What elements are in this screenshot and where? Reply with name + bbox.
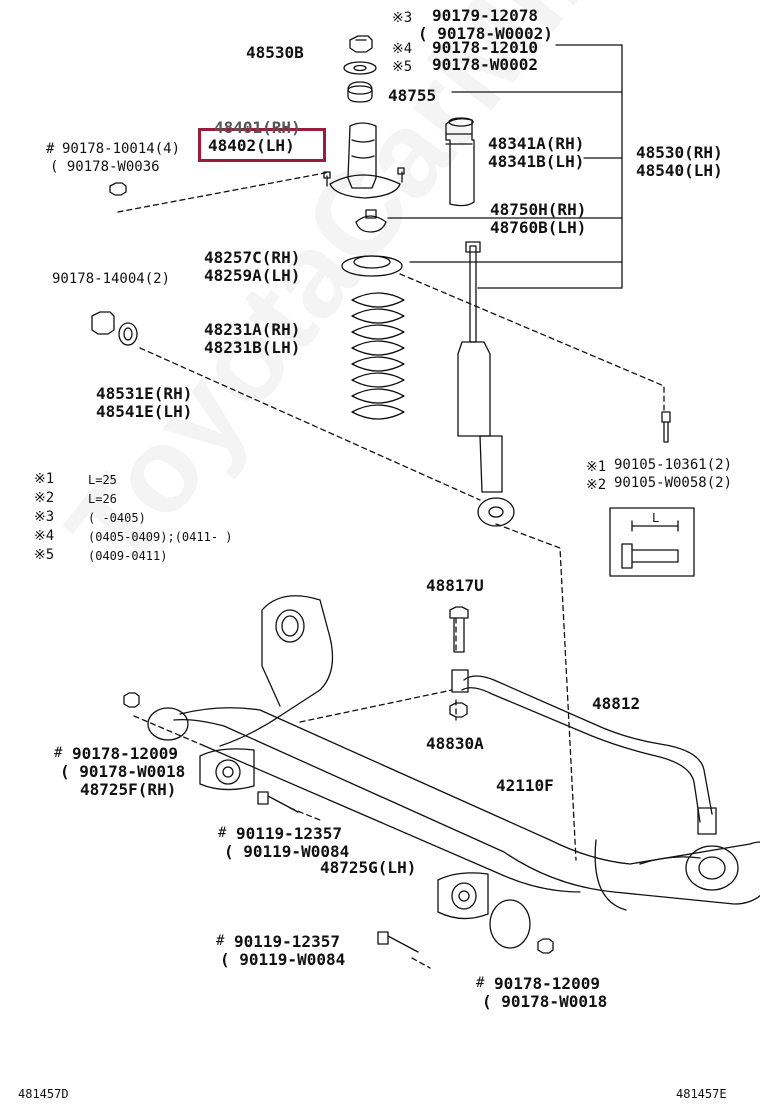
mark-3: ※3 [392, 10, 413, 26]
mark-5: ※5 [392, 59, 413, 75]
mark-1-bolt: ※1 [586, 459, 607, 475]
hash-mark-top: # [46, 141, 55, 157]
label-90178-w0018-b[interactable]: ( 90178-W0018 [482, 992, 608, 1011]
cushion-48755-part [347, 81, 373, 103]
highlight-box [198, 128, 326, 162]
mark-4: ※4 [392, 41, 413, 57]
label-90178-w0036[interactable]: ( 90178-W0036 [50, 159, 160, 175]
note-text: L=25 [88, 473, 117, 487]
top-nut-part [349, 35, 373, 53]
stabilizer-nut-part [449, 702, 468, 718]
suspension-support-part [323, 122, 405, 199]
inset-length-label: L [652, 511, 660, 525]
coil-spring-part [351, 292, 405, 420]
footer-ref-right: 481457E [676, 1087, 727, 1101]
support-nut-part [109, 182, 127, 196]
label-90179-12078[interactable]: 90179-12078 [432, 6, 538, 25]
hash-mark-low-right: # [476, 975, 485, 991]
label-90178-12009-b[interactable]: 90178-12009 [494, 974, 600, 993]
label-48259a-lh[interactable]: 48259A(LH) [204, 266, 301, 285]
bushing-rh-part [199, 748, 255, 791]
bushing-lh-part [437, 872, 489, 920]
label-90119-w0084-b[interactable]: ( 90119-W0084 [220, 950, 346, 969]
label-90119-w0084-a[interactable]: ( 90119-W0084 [224, 842, 350, 861]
assembly-bracket [387, 44, 623, 289]
label-90178-w0002[interactable]: 90178-W0002 [432, 55, 538, 74]
label-90178-w0002-alt[interactable]: ( 90178-W0002) [418, 24, 553, 43]
note-text: ( -0405) [88, 511, 146, 525]
beam-nut-rh-part [123, 692, 140, 708]
label-48760b-lh[interactable]: 48760B(LH) [490, 218, 587, 237]
label-42110f[interactable]: 42110F [496, 776, 554, 795]
label-48755[interactable]: 48755 [388, 86, 437, 105]
label-90105-w0058[interactable]: 90105-W0058(2) [614, 475, 733, 491]
note-text: (0405-0409);(0411- ) [88, 530, 233, 544]
mark-2-bolt: ※2 [586, 477, 607, 493]
shock-lower-bolt-part [661, 411, 671, 443]
label-48817u[interactable]: 48817U [426, 576, 484, 595]
note-mark: ※3 [34, 509, 55, 525]
stabilizer-bar-part [451, 669, 717, 835]
label-48750h-rh[interactable]: 48750H(RH) [490, 200, 587, 219]
label-48530b[interactable]: 48530B [246, 43, 304, 62]
label-90119-12357-a[interactable]: 90119-12357 [236, 824, 342, 843]
label-90178-12010[interactable]: 90178-12010 [432, 38, 538, 57]
label-90178-14004[interactable]: 90178-14004(2) [52, 271, 171, 287]
label-48812[interactable]: 48812 [592, 694, 641, 713]
label-48231a-rh[interactable]: 48231A(RH) [204, 320, 301, 339]
spring-seat-upper-part [341, 255, 403, 277]
note-mark: ※5 [34, 547, 55, 563]
footer-ref-left: 481457D [18, 1087, 69, 1101]
note-mark: ※1 [34, 471, 55, 487]
hash-mark-bolt-low: # [216, 933, 225, 949]
label-90178-10014[interactable]: 90178-10014(4) [62, 141, 181, 157]
stabilizer-bolt-part [449, 606, 469, 653]
label-48541e-lh[interactable]: 48541E(LH) [96, 402, 193, 421]
note-mark: ※2 [34, 490, 55, 506]
label-48725g-lh[interactable]: 48725G(LH) [320, 858, 417, 877]
rear-axle-beam-part [147, 595, 760, 949]
label-48402-lh[interactable]: 48402(LH) [208, 136, 295, 155]
label-48531e-rh[interactable]: 48531E(RH) [96, 384, 193, 403]
bushing-bolt-upper-part [257, 791, 299, 813]
label-48257c-rh[interactable]: 48257C(RH) [204, 248, 301, 267]
label-48530-rh[interactable]: 48530(RH) [636, 143, 723, 162]
lower-cushion-parts [91, 311, 138, 346]
leader-lines [117, 171, 665, 969]
hash-mark-bolt-mid: # [218, 825, 227, 841]
label-48341b-lh[interactable]: 48341B(LH) [488, 152, 585, 171]
label-90119-12357-b[interactable]: 90119-12357 [234, 932, 340, 951]
label-90178-w0018-a[interactable]: ( 90178-W0018 [60, 762, 186, 781]
shock-absorber-part [457, 241, 515, 527]
label-48540-lh[interactable]: 48540(LH) [636, 161, 723, 180]
hash-mark-mid: # [54, 745, 63, 761]
bolt-length-inset [609, 507, 695, 577]
bushing-bolt-lower-part [377, 931, 419, 953]
spring-bumper-part [355, 209, 387, 233]
bump-stopper-part [445, 117, 475, 207]
note-text: L=26 [88, 492, 117, 506]
label-90105-10361[interactable]: 90105-10361(2) [614, 457, 733, 473]
label-48231b-lh[interactable]: 48231B(LH) [204, 338, 301, 357]
label-48341a-rh[interactable]: 48341A(RH) [488, 134, 585, 153]
beam-nut-lh-part [537, 938, 554, 954]
label-90178-12009-a[interactable]: 90178-12009 [72, 744, 178, 763]
label-48725f-rh[interactable]: 48725F(RH) [80, 780, 177, 799]
note-mark: ※4 [34, 528, 55, 544]
washer-part [343, 61, 377, 75]
note-text: (0409-0411) [88, 549, 168, 563]
label-48401-rh[interactable]: 48401(RH) [214, 118, 301, 137]
label-48830a[interactable]: 48830A [426, 734, 484, 753]
